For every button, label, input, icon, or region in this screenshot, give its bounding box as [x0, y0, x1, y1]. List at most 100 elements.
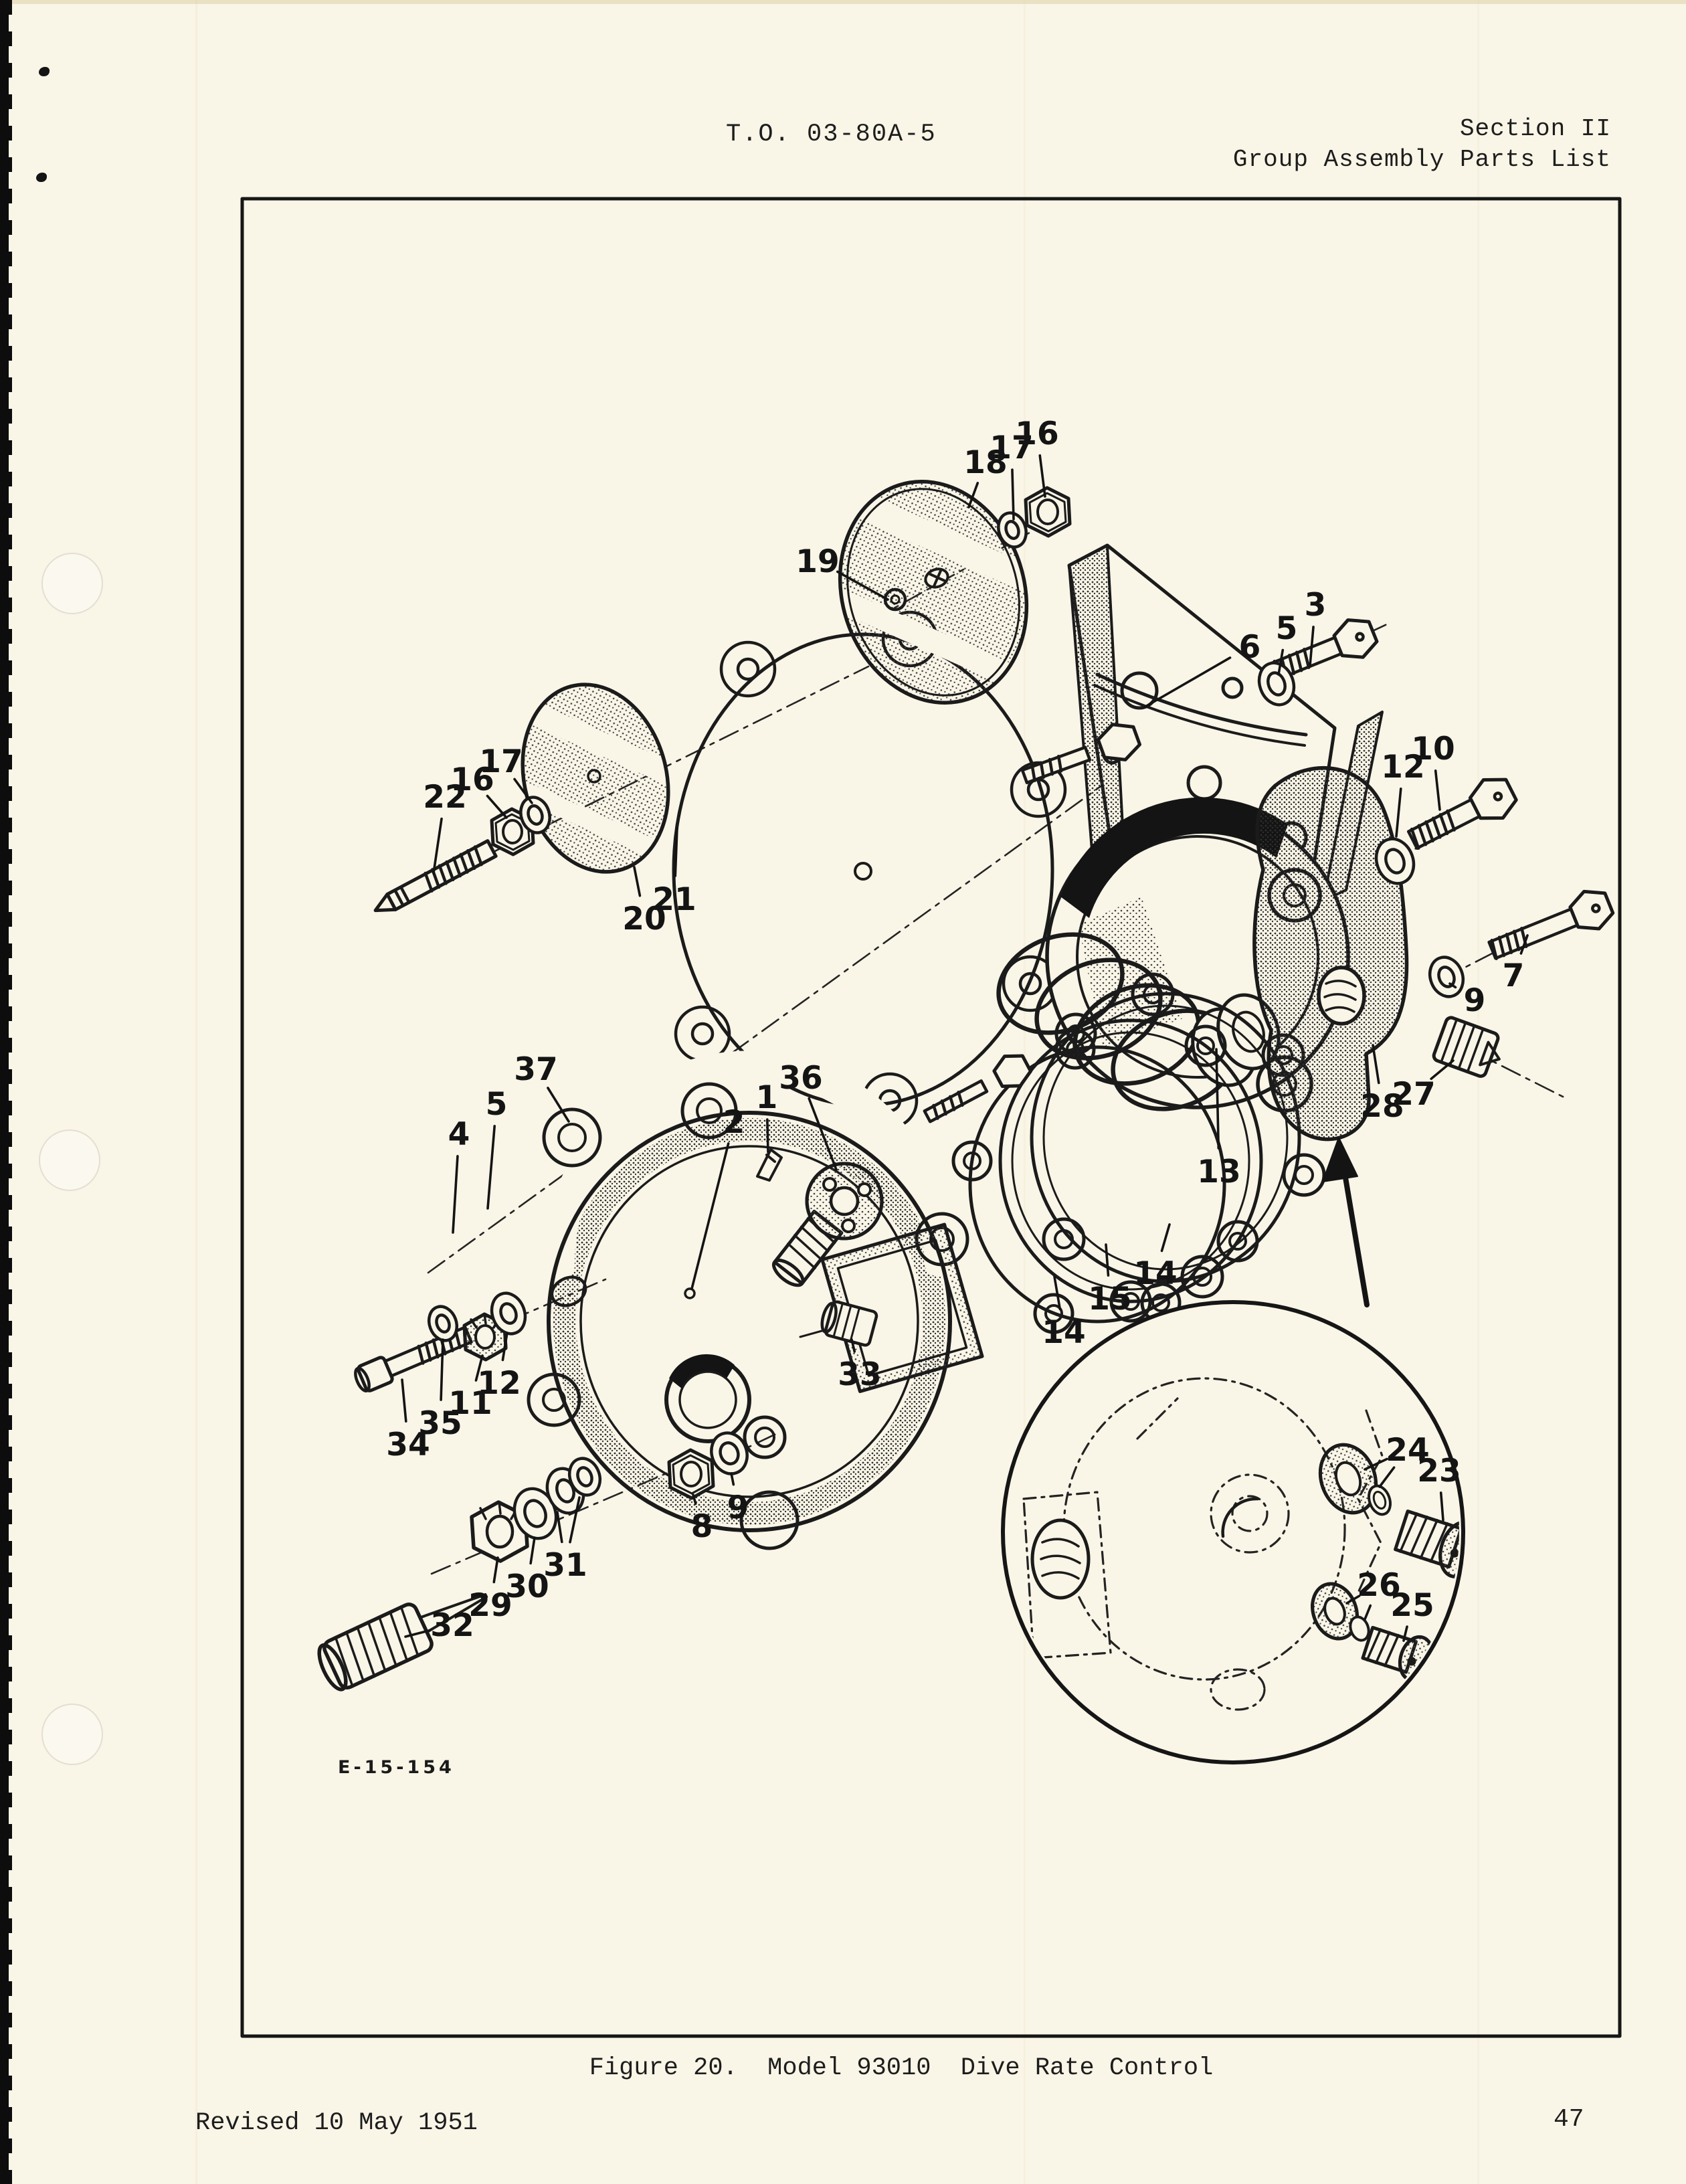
part-washer-9-right	[1428, 955, 1465, 998]
part-washer-17-top	[997, 511, 1028, 549]
callout-number: 16	[450, 761, 494, 798]
callout-34: 34	[386, 1378, 430, 1463]
callout-9: 9	[727, 1472, 749, 1526]
part-washers-31	[545, 1457, 602, 1515]
part-gasket-21	[672, 610, 1067, 1129]
callout-30: 30	[505, 1536, 549, 1605]
callout-12: 12	[1381, 749, 1425, 838]
part-screw-23	[1394, 1510, 1459, 1578]
page-number: 47	[1554, 2105, 1584, 2134]
part-washer-19	[883, 587, 907, 612]
callout-number: 7	[1503, 958, 1525, 994]
doc-number: T.O. 03-80A-5	[726, 120, 937, 149]
callout-number: 23	[1417, 1453, 1461, 1489]
part-washer-12-left	[490, 1291, 527, 1336]
callout-32: 32	[404, 1607, 474, 1644]
callout-number: 32	[430, 1607, 474, 1644]
callout-17: 17	[990, 430, 1034, 521]
part-screw-32	[317, 1592, 488, 1692]
callout-35: 35	[418, 1338, 462, 1442]
punch-hole	[41, 1704, 103, 1765]
part-bolt-10	[1406, 778, 1518, 850]
callout-number: 5	[486, 1086, 508, 1123]
callout-13: 13	[1197, 1048, 1241, 1190]
callout-36: 36	[779, 1060, 838, 1171]
callout-31: 31	[543, 1496, 587, 1584]
part-plug-33	[799, 1300, 878, 1347]
drawing-number: E-15-154	[338, 1757, 455, 1778]
part-bolt-7	[1487, 889, 1615, 960]
callout-28: 28	[1360, 1044, 1404, 1125]
part-washer-24	[1318, 1443, 1392, 1516]
part-washer-26	[1311, 1582, 1370, 1642]
inset-detail	[1001, 1137, 1465, 1764]
callout-18: 18	[963, 444, 1008, 509]
callout-number: 26	[1357, 1567, 1400, 1604]
callout-number: 37	[514, 1051, 557, 1088]
callout-number: 5	[1276, 610, 1298, 647]
part-diaphragm-18	[812, 475, 1055, 705]
callout-layer: 1817161922161720216531210972728131415143…	[386, 416, 1529, 1644]
part-body-28	[1252, 766, 1409, 1142]
part-washer-35	[427, 1305, 459, 1342]
part-castle-nut-29	[470, 1500, 529, 1563]
callout-number: 9	[1464, 982, 1486, 1019]
callout-number: 20	[622, 901, 666, 937]
callout-19: 19	[795, 543, 889, 601]
callout-number: 4	[448, 1116, 470, 1153]
callout-14: 14	[1133, 1223, 1178, 1292]
callout-number: 36	[779, 1060, 822, 1097]
callout-26: 26	[1345, 1567, 1401, 1621]
callout-12: 12	[477, 1332, 521, 1402]
part-nut-16-top	[1024, 486, 1072, 538]
callout-number: 10	[1411, 731, 1455, 767]
callout-2: 2	[690, 1104, 745, 1290]
part-screw-19	[924, 567, 949, 589]
callout-16: 16	[450, 761, 508, 819]
part-nut-8	[667, 1448, 715, 1500]
callout-4: 4	[448, 1116, 470, 1234]
part-boss	[550, 1275, 587, 1307]
callout-10: 10	[1411, 731, 1455, 811]
callout-9: 9	[1448, 982, 1486, 1019]
callout-number: 25	[1390, 1587, 1434, 1624]
callout-number: 34	[386, 1427, 430, 1463]
callout-37: 37	[514, 1051, 570, 1123]
callout-number: 30	[505, 1568, 549, 1605]
callout-24: 24	[1364, 1432, 1430, 1488]
callout-15: 15	[1088, 1243, 1132, 1317]
part-plug-27	[1432, 1016, 1501, 1078]
scan-edge	[0, 0, 12, 2184]
callout-number: 2	[723, 1104, 745, 1141]
section-heading: Section II Group Assembly Parts List	[1233, 114, 1611, 175]
callout-29: 29	[468, 1556, 512, 1624]
callout-21: 21	[652, 827, 696, 918]
callout-11: 11	[448, 1354, 492, 1422]
callout-number: 33	[838, 1356, 881, 1393]
part-fitting-36	[771, 1162, 884, 1287]
callout-number: 12	[477, 1365, 521, 1402]
part-screw-1	[756, 1148, 783, 1182]
part-washer-9-left	[710, 1431, 749, 1475]
part-bolt-gasket-center	[923, 1054, 1032, 1123]
callout-23: 23	[1417, 1453, 1461, 1522]
figure-caption: Figure 20. Model 93010 Dive Rate Control	[589, 2054, 1214, 2082]
callout-7: 7	[1503, 934, 1529, 994]
callout-number: 13	[1197, 1154, 1240, 1190]
callout-number: 11	[448, 1385, 492, 1422]
part-washer-12-right	[1374, 837, 1416, 885]
part-bolt-top-middle	[1020, 723, 1142, 785]
figure-frame	[240, 197, 1622, 2038]
ink-speck	[39, 67, 50, 76]
inset-pointer-arrow	[1322, 1137, 1370, 1307]
callout-number: 12	[1381, 749, 1424, 786]
callout-25: 25	[1390, 1587, 1434, 1642]
callout-number: 31	[543, 1547, 587, 1584]
callout-number: 3	[1305, 587, 1327, 624]
callout-5: 5	[486, 1086, 508, 1210]
callout-3: 3	[1305, 587, 1327, 667]
callout-number: 28	[1360, 1088, 1404, 1125]
callout-16: 16	[1015, 416, 1059, 498]
